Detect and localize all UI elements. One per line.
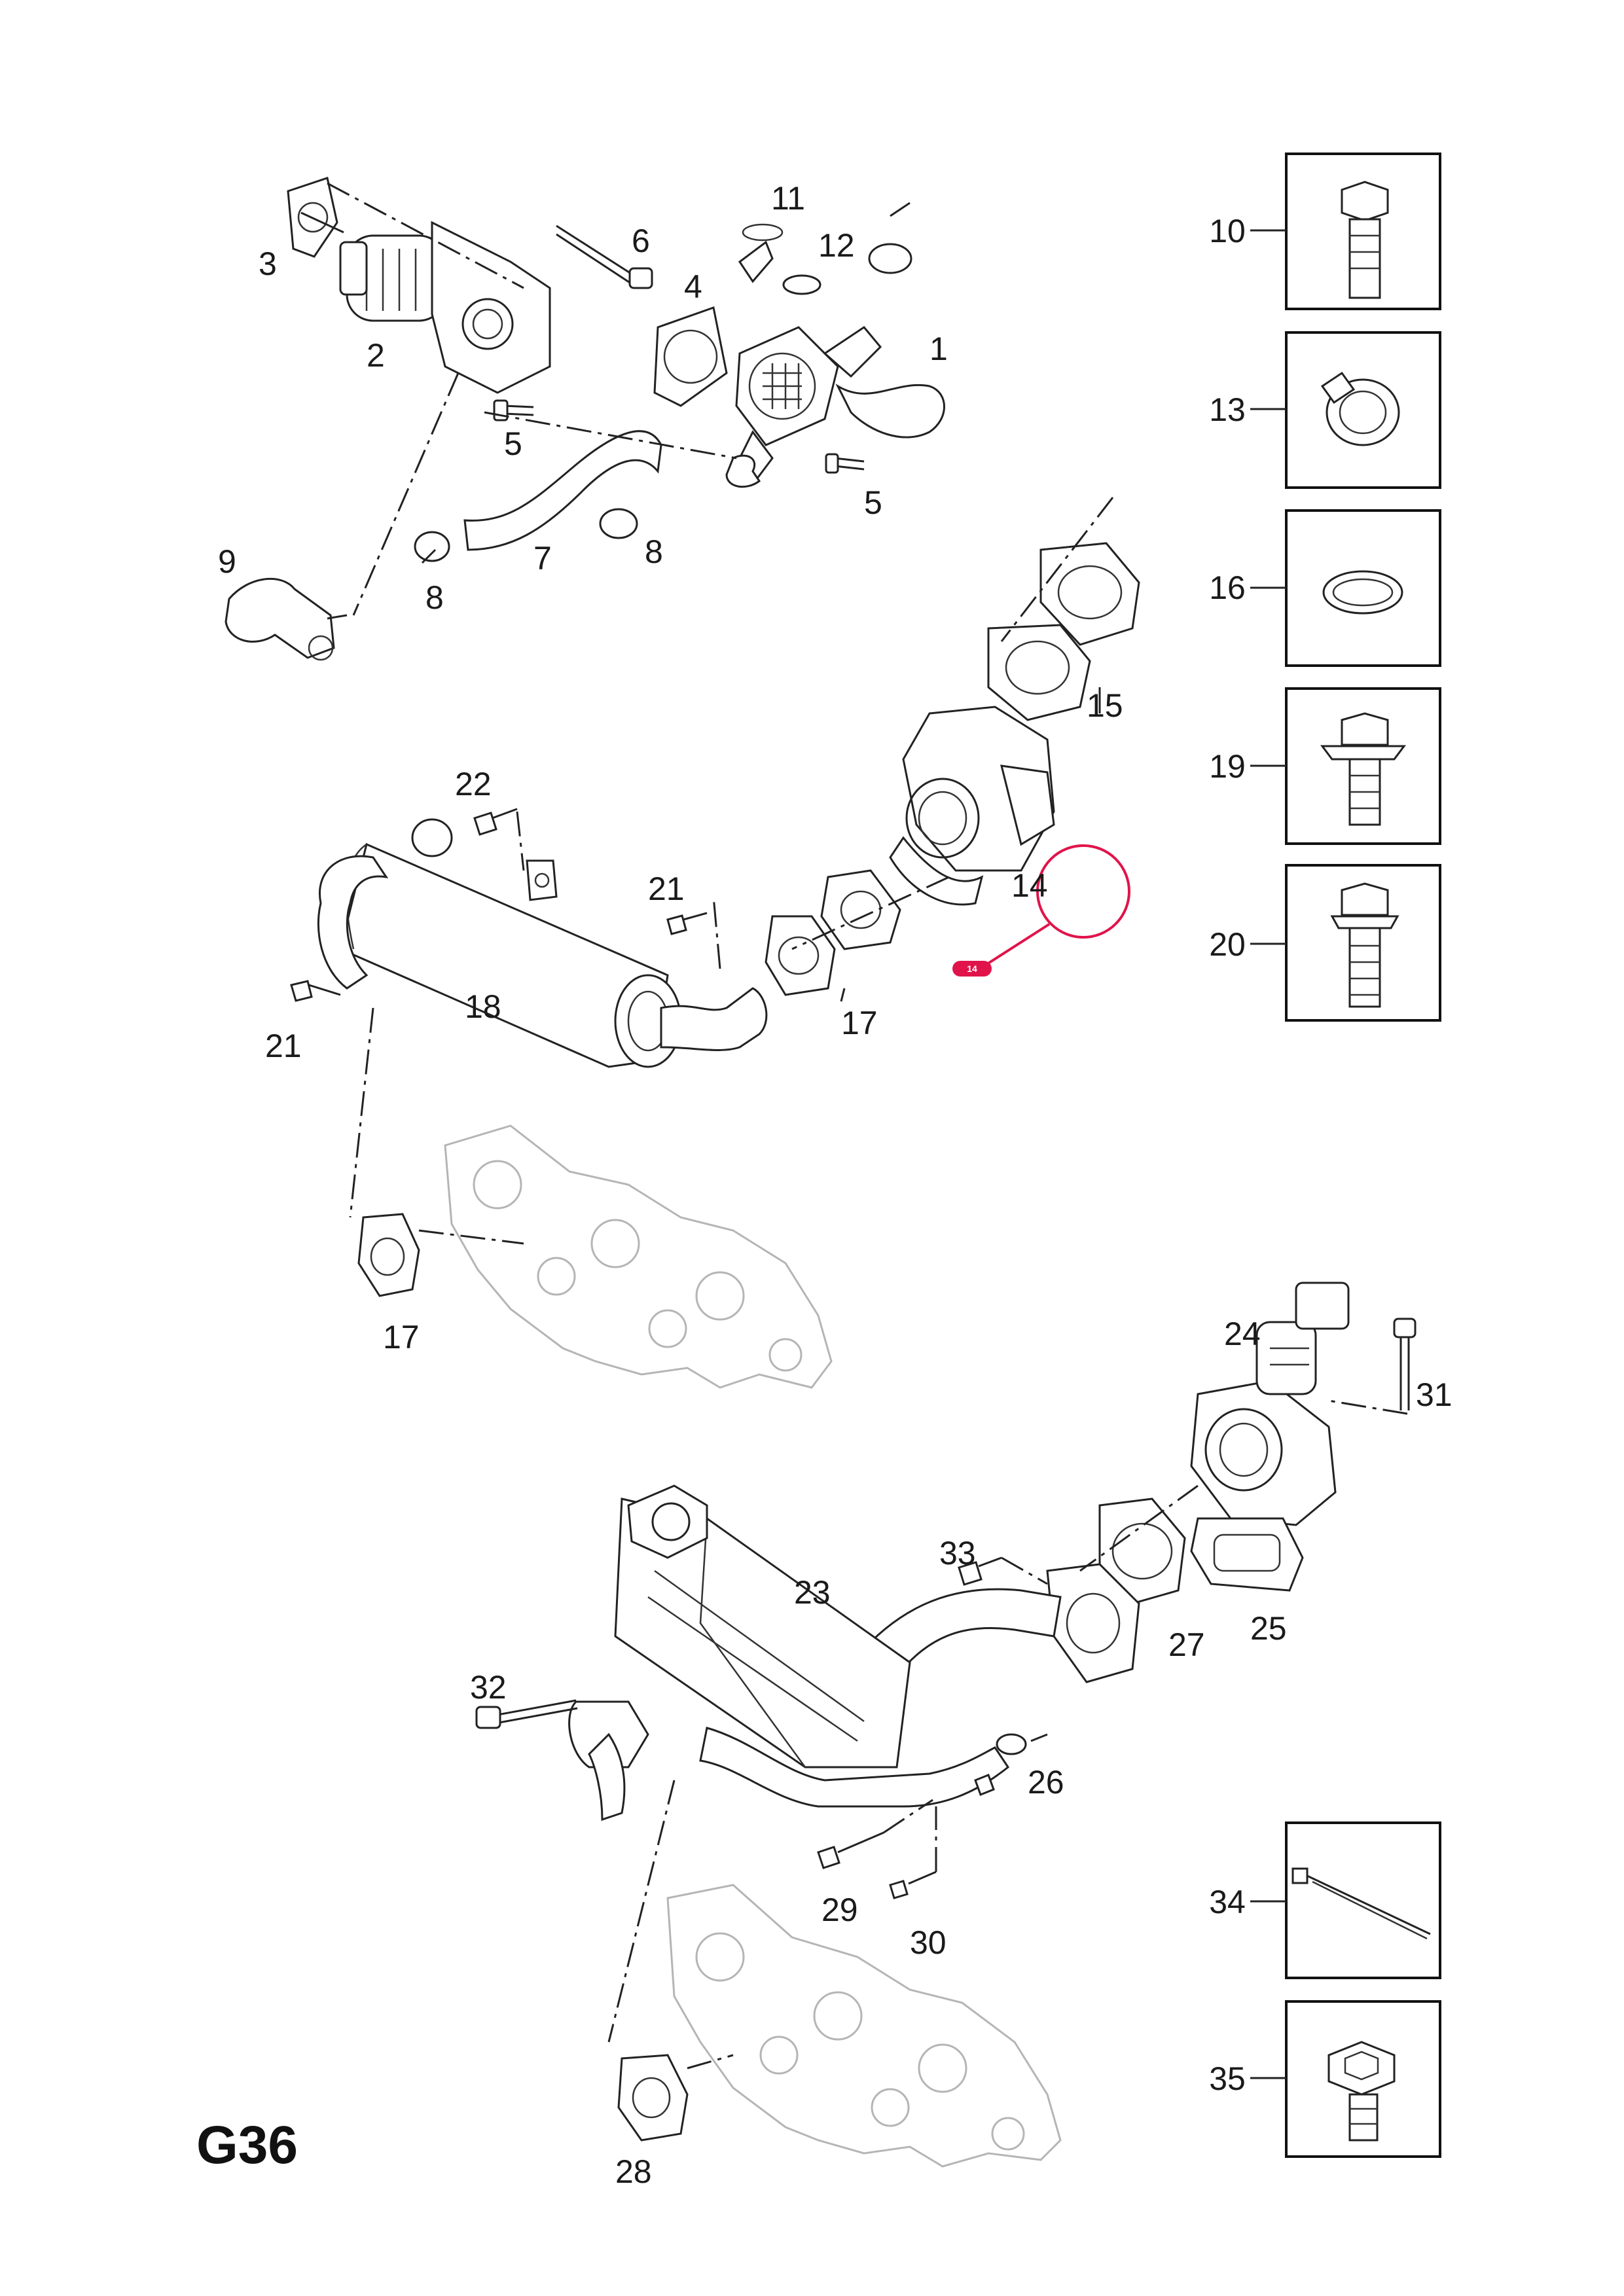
callout-labels: 1 2 3 4 5 5 6 7 8 8 9 11 12 14 15 17 17 … — [218, 180, 1453, 2190]
side-part-16: 16 — [1209, 569, 1246, 606]
ghost-manifold-lower — [666, 1884, 1062, 2168]
callout-5b: 5 — [864, 484, 882, 521]
callout-7: 7 — [533, 540, 552, 577]
callout-33: 33 — [939, 1535, 976, 1571]
callout-1: 1 — [929, 331, 948, 367]
callout-23: 23 — [794, 1574, 831, 1611]
callout-30: 30 — [910, 1924, 947, 1961]
callout-9: 9 — [218, 543, 236, 580]
upper-assembly — [225, 177, 945, 661]
callout-26: 26 — [1028, 1764, 1064, 1801]
callout-29: 29 — [821, 1892, 858, 1928]
callout-22: 22 — [455, 766, 492, 802]
callout-32: 32 — [470, 1669, 507, 1706]
page-code: G36 — [196, 2115, 298, 2175]
side-part-10: 10 — [1209, 213, 1246, 249]
callout-31: 31 — [1416, 1376, 1453, 1413]
side-part-13: 13 — [1209, 391, 1246, 428]
side-part-35: 35 — [1209, 2060, 1246, 2097]
callout-21a: 21 — [648, 870, 685, 907]
callout-15: 15 — [1087, 687, 1123, 724]
callout-21b: 21 — [265, 1028, 302, 1064]
lower-assembly — [475, 1282, 1416, 2043]
callout-25: 25 — [1250, 1610, 1287, 1647]
callout-2: 2 — [367, 337, 385, 374]
callout-4: 4 — [684, 268, 702, 305]
callout-24: 24 — [1224, 1316, 1261, 1352]
callout-11: 11 — [771, 180, 805, 217]
callout-28: 28 — [615, 2153, 652, 2190]
callout-5a: 5 — [504, 425, 522, 462]
middle-assembly: 14 — [290, 497, 1140, 1218]
callout-17b: 17 — [383, 1319, 420, 1355]
callout-17a: 17 — [841, 1005, 878, 1041]
side-part-19: 19 — [1209, 748, 1246, 785]
callout-12: 12 — [818, 227, 855, 264]
side-part-34: 34 — [1209, 1884, 1246, 1920]
callout-14: 14 — [1011, 867, 1048, 904]
callout-27: 27 — [1168, 1626, 1205, 1663]
callout-8b: 8 — [645, 533, 663, 570]
callout-6: 6 — [632, 223, 650, 259]
side-parts — [1250, 152, 1441, 2158]
hotspot-circle[interactable] — [1036, 844, 1130, 939]
callout-18: 18 — [465, 988, 501, 1025]
callout-8a: 8 — [425, 579, 444, 616]
gasket-17-lower — [357, 1213, 420, 1297]
hotspot-label: 14 — [967, 963, 977, 974]
side-part-20: 20 — [1209, 926, 1246, 963]
callout-3: 3 — [259, 245, 277, 282]
ghost-manifold-upper — [444, 1124, 833, 1389]
hotspot-pill[interactable] — [952, 961, 992, 977]
gasket-28 — [617, 2054, 689, 2142]
